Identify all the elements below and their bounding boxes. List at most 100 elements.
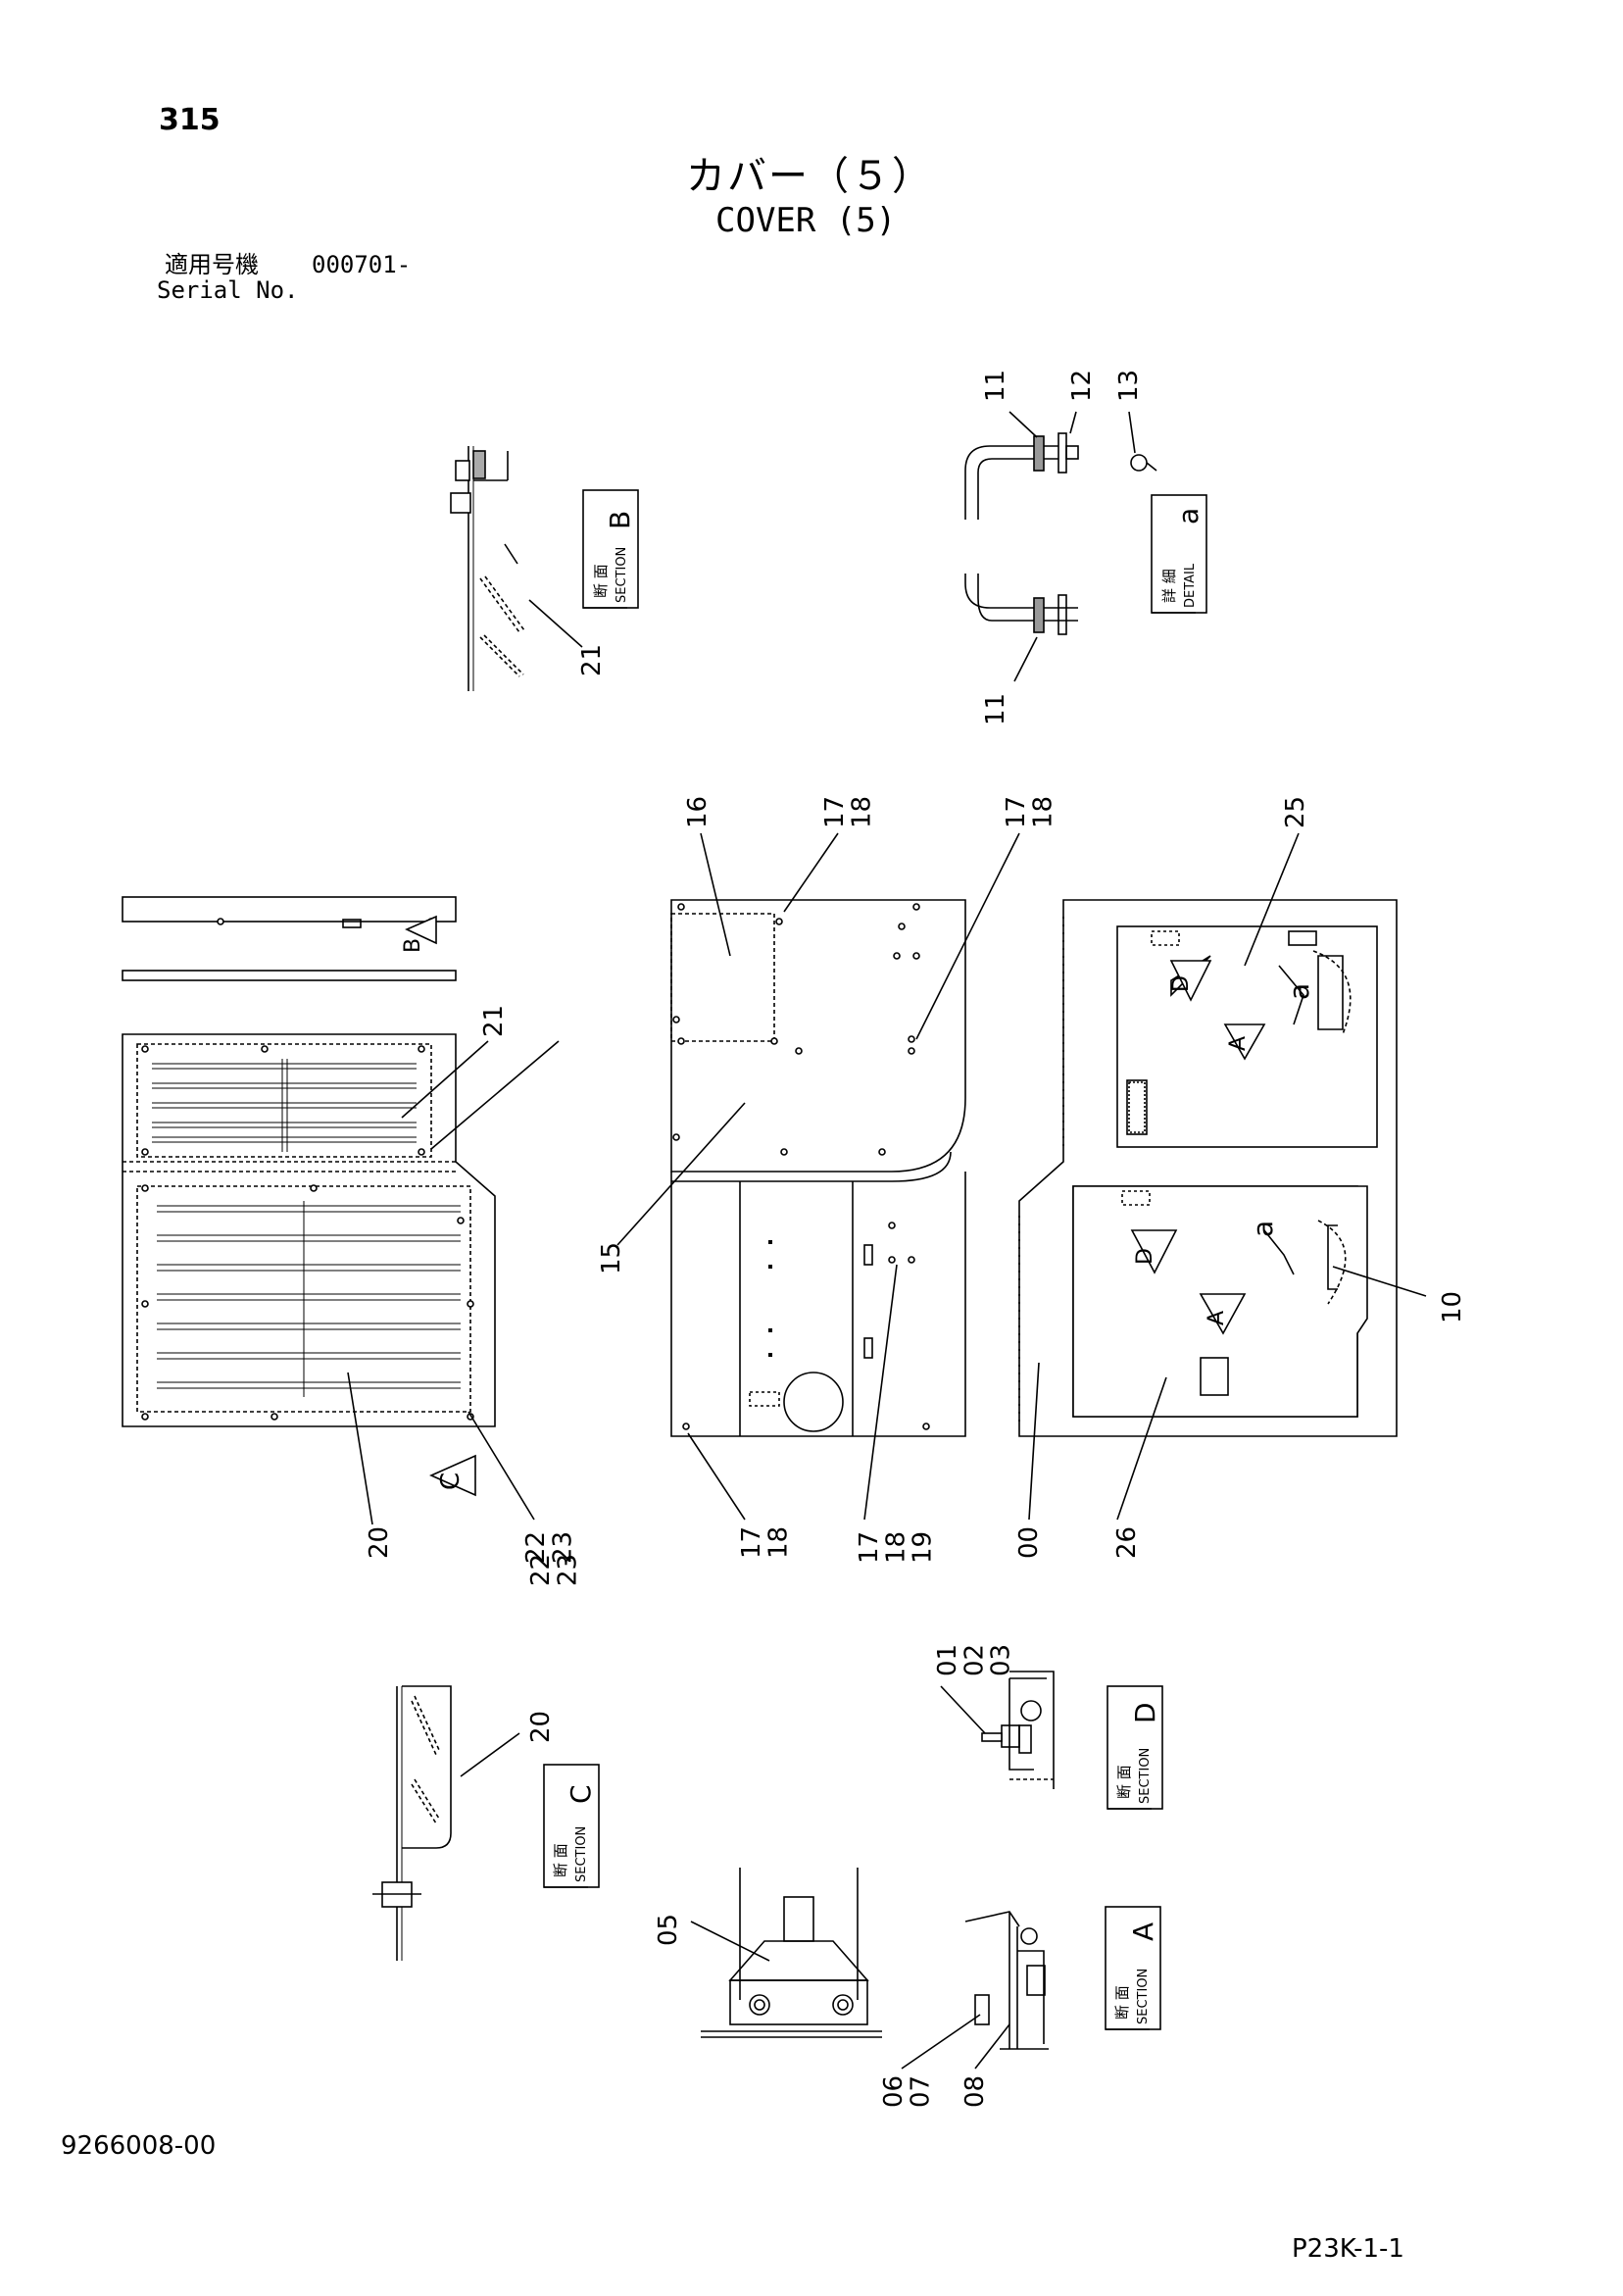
section-d-label <box>1107 1685 1163 1810</box>
section-a-ja: 断 面 <box>1113 1985 1131 2020</box>
callout-line: 23 <box>548 1531 577 1564</box>
callout-line: 07 <box>906 2075 935 2108</box>
callout-line: 18 <box>1028 796 1057 828</box>
callout-11-bottom: 11 <box>981 693 1010 725</box>
section-c-en: SECTION <box>574 1826 589 1882</box>
callout-line: 18 <box>847 796 876 828</box>
leader-21-section-b <box>528 599 583 648</box>
view-marker-d-lower <box>1130 1229 1178 1274</box>
callout-11-top: 11 <box>981 370 1010 402</box>
callout-01-02-03: 010203 <box>933 1644 1016 1676</box>
detail-a-view <box>964 432 1157 635</box>
callout-line: 17 <box>737 1526 766 1559</box>
view-marker-b <box>405 915 437 945</box>
leaders-middle-panel <box>616 832 1020 1521</box>
callout-line: 06 <box>879 2075 909 2108</box>
section-a-label <box>1105 1906 1161 2030</box>
callout-16: 16 <box>683 796 713 828</box>
leaders-section-a <box>901 2014 1010 2070</box>
title-japanese: カバー（５） <box>686 154 933 199</box>
view-marker-d-upper <box>1169 955 1212 1002</box>
callout-17-18-c: 1718 <box>737 1526 793 1559</box>
callout-22-front-top: 2223 <box>526 1554 582 1586</box>
callout-20-front: 20 <box>365 1526 394 1559</box>
view-marker-d-upper-letter: D <box>1169 975 1194 992</box>
serial-label-english: Serial No. <box>157 276 299 304</box>
detail-a-label <box>1151 494 1207 614</box>
section-a-en: SECTION <box>1136 1969 1151 2024</box>
leader-20-section-c <box>460 1732 520 1777</box>
section-d-en: SECTION <box>1138 1748 1153 1804</box>
callout-line: 17 <box>855 1531 884 1564</box>
callout-08: 08 <box>960 2075 990 2108</box>
right-panel <box>1018 899 1398 1437</box>
leaders-front-panel <box>347 1040 560 1525</box>
callout-line: 18 <box>881 1531 910 1564</box>
section-c-label <box>543 1764 600 1888</box>
detail-a-ja: 詳 細 <box>1160 569 1178 603</box>
view-marker-c <box>429 1454 476 1497</box>
section-a-view <box>964 1911 1049 2050</box>
serial-label-japanese: 適用号機 <box>165 251 259 278</box>
section-d-view <box>981 1671 1055 1789</box>
leader-01-03 <box>940 1685 986 1734</box>
serial-number: 000701- <box>312 251 412 278</box>
leader-05 <box>690 1921 770 1962</box>
part-05-view <box>701 1868 882 2038</box>
detail-a-letter: a <box>1172 508 1205 524</box>
callout-10: 10 <box>1438 1291 1467 1323</box>
section-b-ja: 断 面 <box>592 564 610 598</box>
page-number: 315 <box>159 103 221 137</box>
callout-21: 21 <box>577 644 607 676</box>
reference-code: P23K-1-1 <box>1292 2234 1404 2264</box>
callout-25: 25 <box>1281 796 1310 828</box>
section-c-letter: C <box>565 1784 597 1804</box>
view-marker-b-letter: B <box>401 938 425 953</box>
callout-line: 17 <box>1002 796 1031 828</box>
section-b-label <box>582 489 639 609</box>
callout-26: 26 <box>1112 1526 1142 1559</box>
section-c-view <box>372 1685 452 1961</box>
callout-15: 15 <box>597 1242 626 1274</box>
callout-21-front: 21 <box>479 1005 509 1037</box>
callout-22-23-bottom: 2223 <box>521 1531 577 1564</box>
detail-marker-a-upper: a <box>1283 983 1315 1000</box>
detail-a-en: DETAIL <box>1183 563 1198 608</box>
view-marker-a-lower <box>1199 1293 1247 1335</box>
section-b-view <box>450 446 525 691</box>
callout-00: 00 <box>1014 1526 1044 1559</box>
section-d-letter: D <box>1129 1702 1161 1723</box>
callout-line: 19 <box>909 1531 938 1564</box>
callout-line: 01 <box>933 1644 962 1676</box>
view-marker-c-letter: C <box>436 1472 466 1490</box>
section-d-ja: 断 面 <box>1115 1765 1133 1799</box>
document-code: 9266008-00 <box>61 2131 217 2161</box>
callout-line: 22 <box>526 1554 556 1586</box>
callout-22-23-top-line1: 2223 <box>526 1554 582 1586</box>
detail-marker-a-lower: a <box>1247 1221 1279 1237</box>
callout-17-18-a: 1718 <box>820 796 876 828</box>
view-marker-d-lower-letter: D <box>1133 1248 1157 1265</box>
view-marker-a-lower-letter: A <box>1205 1311 1229 1325</box>
middle-panel <box>670 899 966 1437</box>
view-marker-a-upper <box>1223 1023 1266 1061</box>
callout-line: 02 <box>959 1644 989 1676</box>
callout-17-18-b: 1718 <box>1002 796 1057 828</box>
callout-12: 12 <box>1067 370 1097 402</box>
callout-13: 13 <box>1114 370 1144 402</box>
callout-17-18-19: 171819 <box>855 1531 938 1564</box>
callout-line: 22 <box>521 1531 551 1564</box>
section-b-en: SECTION <box>615 547 629 603</box>
callout-05: 05 <box>654 1914 683 1946</box>
leaders-detail-a <box>1008 411 1136 682</box>
title-english: COVER (5) <box>715 201 897 240</box>
callout-line: 23 <box>553 1554 582 1586</box>
section-c-ja: 断 面 <box>552 1843 569 1877</box>
view-marker-a-upper-letter: A <box>1226 1036 1251 1051</box>
leaders-right-panel <box>1028 832 1427 1521</box>
callout-20-section-c: 20 <box>526 1711 556 1743</box>
section-a-letter: A <box>1127 1922 1159 1941</box>
callout-line: 03 <box>987 1644 1016 1676</box>
callout-line: 17 <box>820 796 850 828</box>
callout-06-07: 0607 <box>879 2075 935 2108</box>
